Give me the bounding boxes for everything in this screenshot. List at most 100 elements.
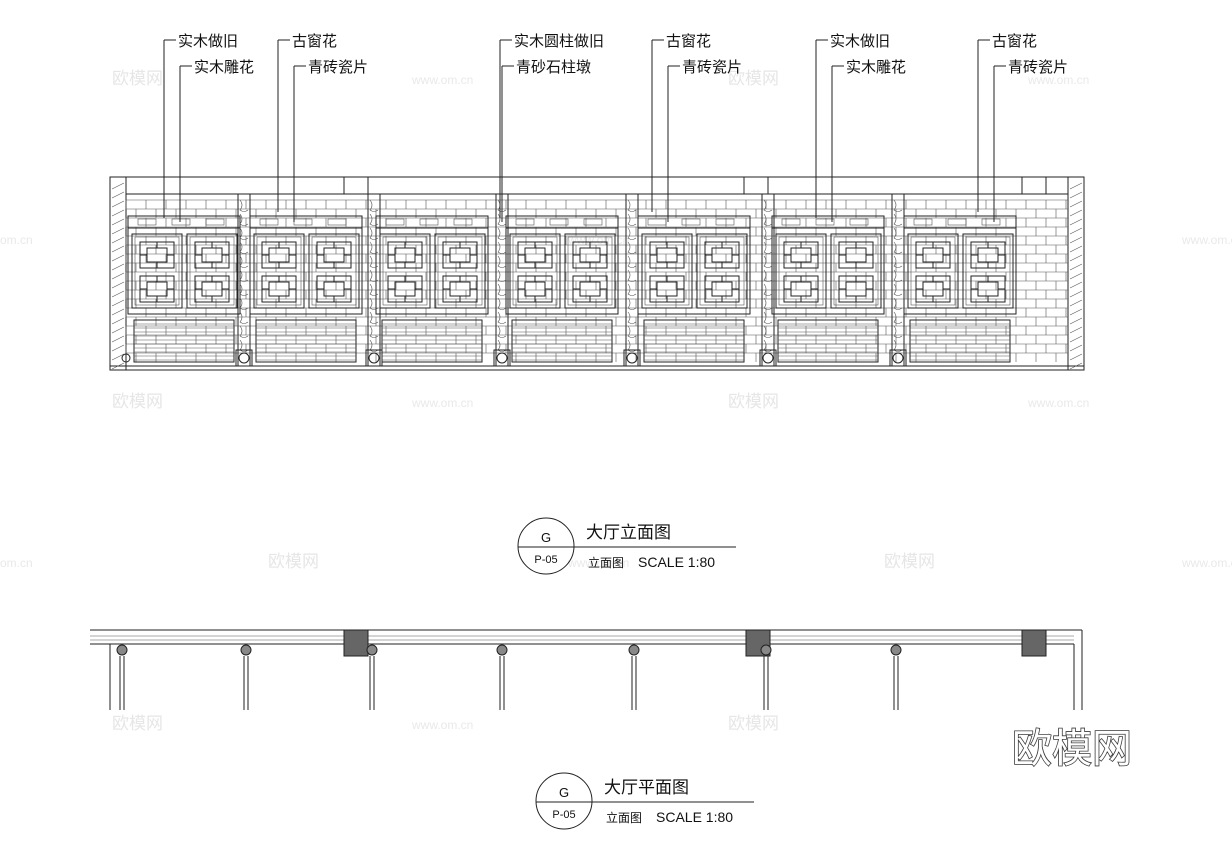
lattice-window (308, 233, 360, 309)
lattice-square (146, 281, 168, 297)
pillar-base-ring (892, 352, 904, 364)
callout-label-bottom: 青砂石柱墩 (516, 58, 591, 76)
lattice-inner-frame (778, 236, 824, 306)
callout-label-top: 古窗花 (992, 32, 1037, 50)
wood-grain (497, 297, 507, 310)
wood-grain (627, 325, 637, 338)
lattice-window (696, 233, 748, 309)
lattice-window (509, 233, 561, 309)
carved-frieze (771, 215, 885, 229)
lattice-square (656, 247, 678, 263)
watermark-brand: 欧模网 (268, 552, 319, 572)
plan-title-block: G P-05 大厅平面图 立面图 SCALE 1:80 (535, 772, 754, 830)
lattice-inner-frame (910, 236, 956, 306)
plank-panel (381, 319, 483, 363)
carving-motif (385, 218, 405, 226)
lattice-square (977, 247, 999, 263)
wood-grain (893, 269, 903, 282)
carving-motif (549, 218, 569, 226)
pillar-base-ring (626, 352, 638, 364)
hatch-line (1069, 317, 1083, 325)
watermark-url: www.om.cn (1027, 73, 1089, 87)
wood-grain (497, 241, 507, 254)
hatch-line (1069, 353, 1083, 361)
wood-grain (893, 283, 903, 296)
plank-panel (777, 319, 879, 363)
hatch-line (1069, 245, 1083, 253)
lattice-window (253, 233, 305, 309)
plank-panel (133, 319, 235, 363)
watermark-url: www.om.cn (411, 718, 473, 732)
plan-column (343, 629, 369, 657)
hatch-line (111, 308, 125, 316)
plan-round-column (240, 644, 252, 656)
wood-grain (369, 283, 379, 296)
lattice-square (790, 247, 812, 263)
wood-grain (369, 311, 379, 324)
callout-label-bottom: 实木雕花 (846, 58, 906, 76)
lattice-inner-frame (382, 236, 428, 306)
watermark-brand: 欧模网 (728, 392, 779, 412)
callout-label-bottom: 青砖瓷片 (1008, 58, 1068, 76)
wood-grain (893, 297, 903, 310)
wood-grain (627, 297, 637, 310)
lattice-square (201, 281, 223, 297)
lattice-square (711, 247, 733, 263)
hatch-line (111, 344, 125, 352)
wood-grain (627, 255, 637, 268)
wood-grain (369, 199, 379, 212)
window-opening (127, 227, 241, 315)
watermark-brand: 欧模网 (728, 69, 779, 89)
elevation-title-block: G P-05 大厅立面图 立面图 SCALE 1:80 (517, 517, 736, 575)
lattice-square (711, 281, 733, 297)
watermark-url: www.om.cn (411, 73, 473, 87)
wood-grain (239, 325, 249, 338)
lattice-square (146, 247, 168, 263)
lattice-square (449, 281, 471, 297)
wood-grain (239, 199, 249, 212)
hatch-line (1069, 335, 1083, 343)
watermark-url: www.om.cn (1181, 556, 1232, 570)
hatch-line (111, 182, 125, 190)
carving-motif (171, 218, 191, 226)
wood-grain (239, 213, 249, 226)
lattice-inner-frame (567, 236, 613, 306)
plank-panel (255, 319, 357, 363)
window-opening (637, 227, 751, 315)
hatch-line (1069, 326, 1083, 334)
watermark-url: om.cn (0, 233, 33, 247)
lattice-window (830, 233, 882, 309)
hatch-line (111, 281, 125, 289)
hatch-line (111, 254, 125, 262)
wood-grain (497, 325, 507, 338)
carving-motif (137, 218, 157, 226)
carved-frieze (127, 215, 241, 229)
carved-frieze (505, 215, 619, 229)
hatch-line (111, 227, 125, 235)
pillar-base-ring (368, 352, 380, 364)
callout-label-top: 实木做旧 (178, 32, 238, 50)
hatch-line (111, 326, 125, 334)
beam-bracket (343, 176, 369, 195)
carving-motif (715, 218, 735, 226)
wood-grain (763, 213, 773, 226)
hatch-line (111, 299, 125, 307)
wood-grain (763, 297, 773, 310)
plan-lines (90, 629, 1083, 710)
wood-grain (369, 213, 379, 226)
lattice-window (434, 233, 486, 309)
drawing-scale: SCALE 1:80 (638, 554, 715, 570)
watermark-url: www.om.cn (567, 233, 629, 247)
plank-panel (643, 319, 745, 363)
lattice-inner-frame (256, 236, 302, 306)
carving-motif (681, 218, 701, 226)
lattice-inner-frame (699, 236, 745, 306)
watermark-brand: 欧模网 (728, 714, 779, 734)
callout-leaders (163, 39, 1006, 222)
hatch-line (1069, 272, 1083, 280)
hatch-line (1069, 200, 1083, 208)
watermark-url: www.om.cn (567, 556, 629, 570)
lattice-square (790, 281, 812, 297)
hatch-line (111, 353, 125, 361)
